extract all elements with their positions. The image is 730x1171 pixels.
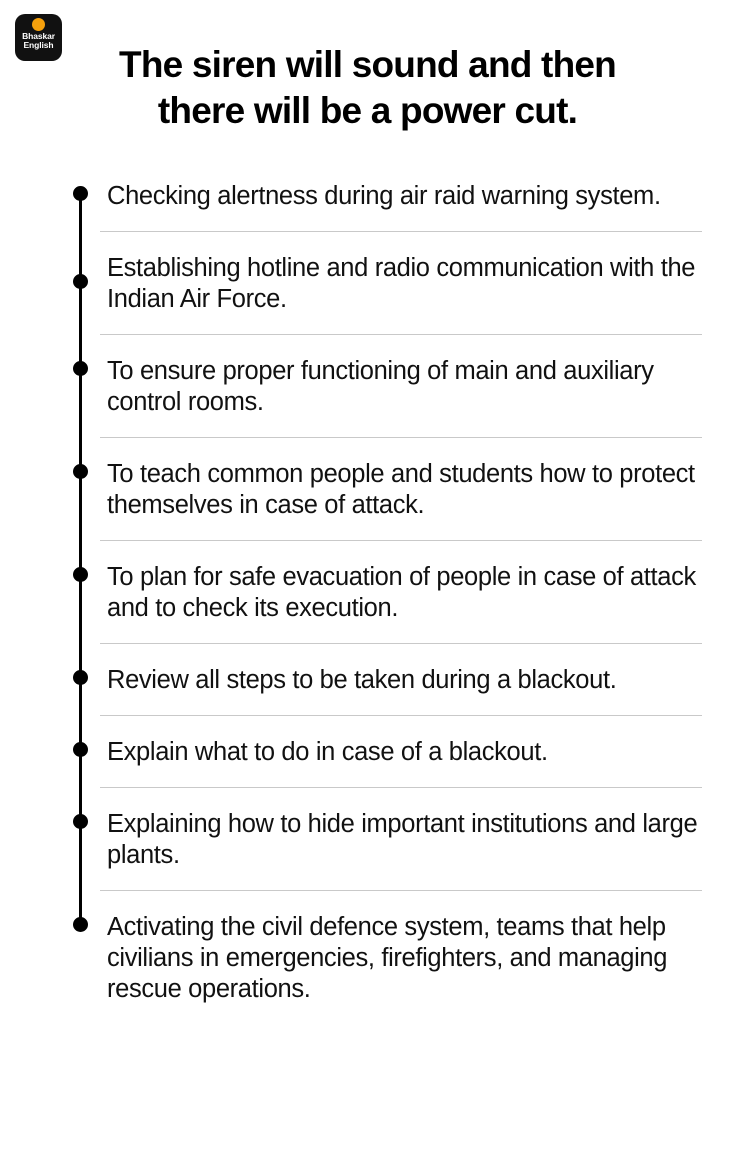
timeline-separator [100,787,702,788]
timeline-item: Explain what to do in case of a blackout… [0,728,730,782]
timeline-dot-icon [73,567,88,582]
timeline-dot-icon [73,917,88,932]
timeline-item: To ensure proper functioning of main and… [0,347,730,432]
timeline: Checking alertness during air raid warni… [0,172,730,1019]
timeline-item-text: Explain what to do in case of a blackout… [107,738,548,766]
timeline-dot-icon [73,464,88,479]
timeline-separator [100,715,702,716]
timeline-item: Explaining how to hide important institu… [0,800,730,885]
timeline-separator [100,334,702,335]
timeline-separator [100,643,702,644]
timeline-dot-icon [73,274,88,289]
timeline-dot-icon [73,670,88,685]
timeline-item-text: To plan for safe evacuation of people in… [107,563,696,622]
sun-icon [32,18,45,31]
brand-logo-line1: Bhaskar [22,31,55,41]
timeline-dot-icon [73,742,88,757]
header: Bhaskar English The siren will sound and… [0,0,730,150]
timeline-item-text: To ensure proper functioning of main and… [107,357,654,416]
timeline-item-text: To teach common people and students how … [107,460,695,519]
timeline-separator [100,540,702,541]
timeline-item: Establishing hotline and radio communica… [0,244,730,329]
brand-logo: Bhaskar English [15,14,62,61]
timeline-item: Review all steps to be taken during a bl… [0,656,730,710]
timeline-item-text: Activating the civil defence system, tea… [107,913,668,1003]
timeline-item-list: Checking alertness during air raid warni… [0,172,730,1019]
timeline-separator [100,231,702,232]
timeline-item-text: Explaining how to hide important institu… [107,810,698,869]
timeline-item: Activating the civil defence system, tea… [0,903,730,1019]
timeline-item-text: Establishing hotline and radio communica… [107,254,696,313]
timeline-axis-line [79,193,82,925]
timeline-separator [100,890,702,891]
timeline-item-text: Review all steps to be taken during a bl… [107,666,617,694]
timeline-dot-icon [73,186,88,201]
timeline-item: To plan for safe evacuation of people in… [0,553,730,638]
timeline-dot-icon [73,361,88,376]
brand-logo-line2: English [23,39,54,50]
timeline-item: To teach common people and students how … [0,450,730,535]
timeline-dot-icon [73,814,88,829]
page-title: The siren will sound and then there will… [119,44,617,131]
timeline-item: Checking alertness during air raid warni… [0,172,730,226]
timeline-separator [100,437,702,438]
brand-logo-text: Bhaskar English [22,32,55,50]
timeline-item-text: Checking alertness during air raid warni… [107,182,661,210]
